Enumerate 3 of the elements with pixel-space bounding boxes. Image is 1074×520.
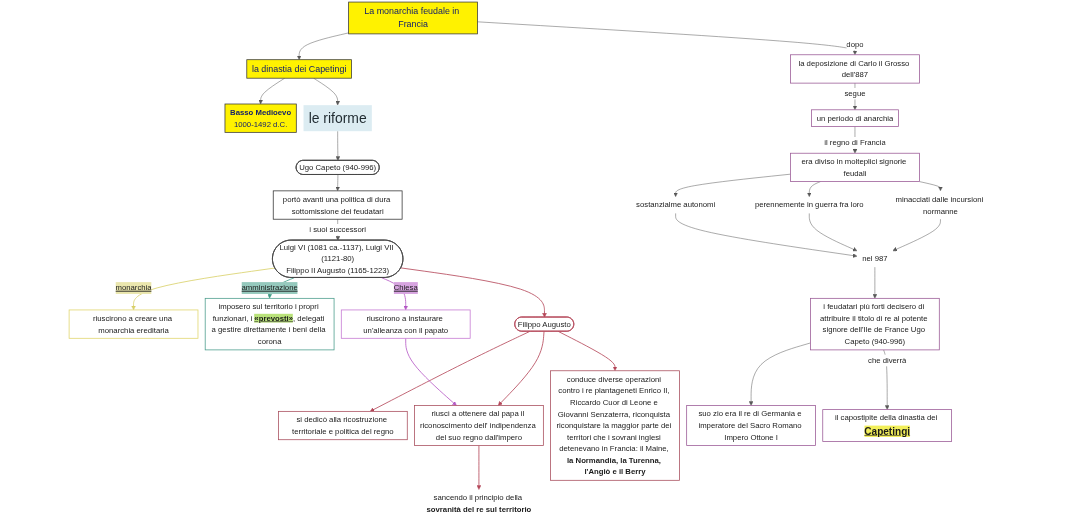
node-box: le riforme: [303, 105, 372, 132]
node-box: La monarchia feudale in Francia: [348, 1, 478, 35]
node-box: la dinastia dei Capetingi: [246, 59, 352, 79]
